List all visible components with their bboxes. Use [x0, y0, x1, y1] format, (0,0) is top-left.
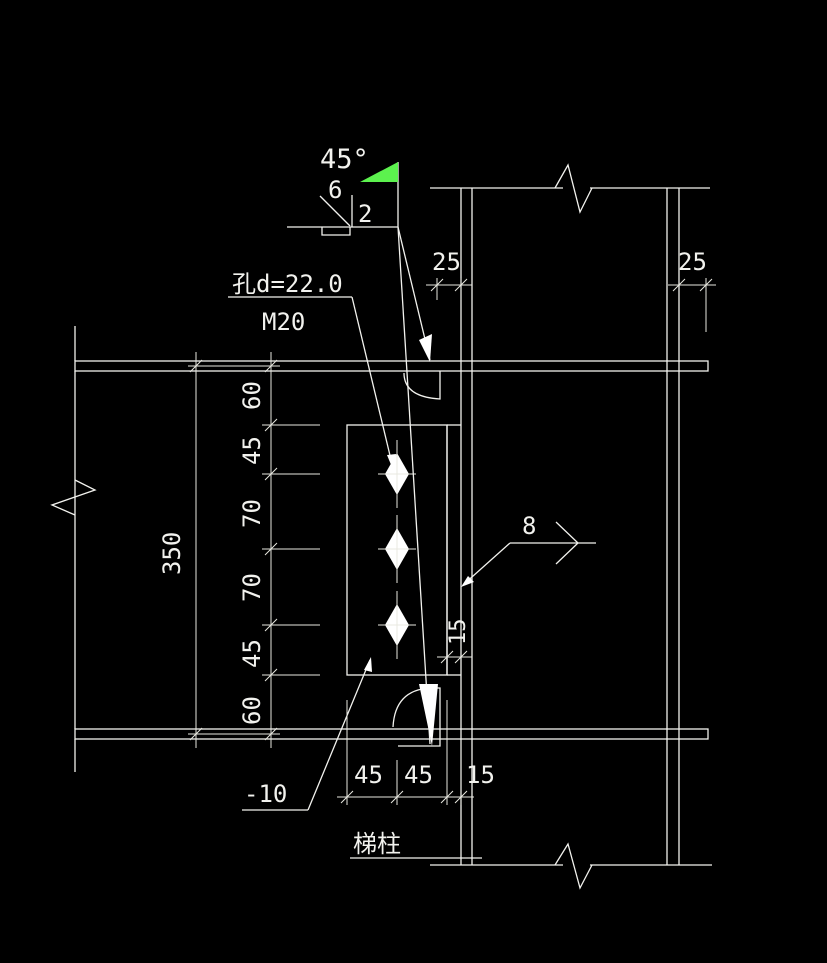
hole-note: 孔d=22.0 M20	[228, 270, 396, 472]
fillet-size-label: 8	[522, 512, 536, 540]
bolt-holes	[378, 440, 416, 659]
arrowhead-icon	[419, 334, 432, 362]
beam	[50, 326, 709, 772]
flange-right-dim-label: 25	[678, 248, 707, 276]
plate-thickness-label: -10	[244, 780, 287, 808]
weld-symbol: 45° 6 2	[287, 144, 438, 746]
vertical-segment-label: 60	[238, 381, 266, 410]
vertical-dimensions: 350 60 45 70 70 45 60	[158, 352, 320, 748]
vertical-segment-label: 45	[238, 436, 266, 465]
weld-flag-icon	[360, 162, 398, 182]
connection-plate	[346, 424, 461, 676]
weld-angle-label: 45°	[320, 144, 369, 175]
weld-size-label: 6	[328, 176, 342, 204]
bottom-segment-label: 15	[466, 761, 495, 789]
flange-left-dim-label: 25	[432, 248, 461, 276]
vertical-segment-label: 45	[238, 639, 266, 668]
gap-dim-label: 15	[446, 619, 471, 646]
fillet-weld-note: 8	[461, 512, 596, 587]
bolt-hole	[378, 591, 416, 659]
plate-note: -10	[242, 657, 372, 811]
total-height-dim-label: 350	[158, 532, 186, 575]
arrowhead-icon	[419, 684, 438, 746]
weld-gap-label: 2	[358, 200, 372, 228]
bolt-hole	[378, 515, 416, 583]
bolt-hole	[378, 440, 416, 508]
vertical-segment-label: 70	[238, 499, 266, 528]
hole-diameter-label: 孔d=22.0	[232, 270, 343, 298]
column-name-label: 梯柱	[353, 830, 401, 858]
column	[430, 163, 712, 890]
flange-dimensions: 25 25	[426, 248, 716, 332]
bottom-dimensions: 45 45 15	[337, 700, 495, 805]
gap-dimension: 15	[437, 619, 472, 664]
vertical-segment-label: 60	[238, 696, 266, 725]
column-note: 梯柱	[350, 830, 482, 859]
bottom-segment-label: 45	[404, 761, 433, 789]
vertical-segment-label: 70	[238, 573, 266, 602]
bottom-segment-label: 45	[354, 761, 383, 789]
bolt-size-label: M20	[262, 308, 305, 336]
